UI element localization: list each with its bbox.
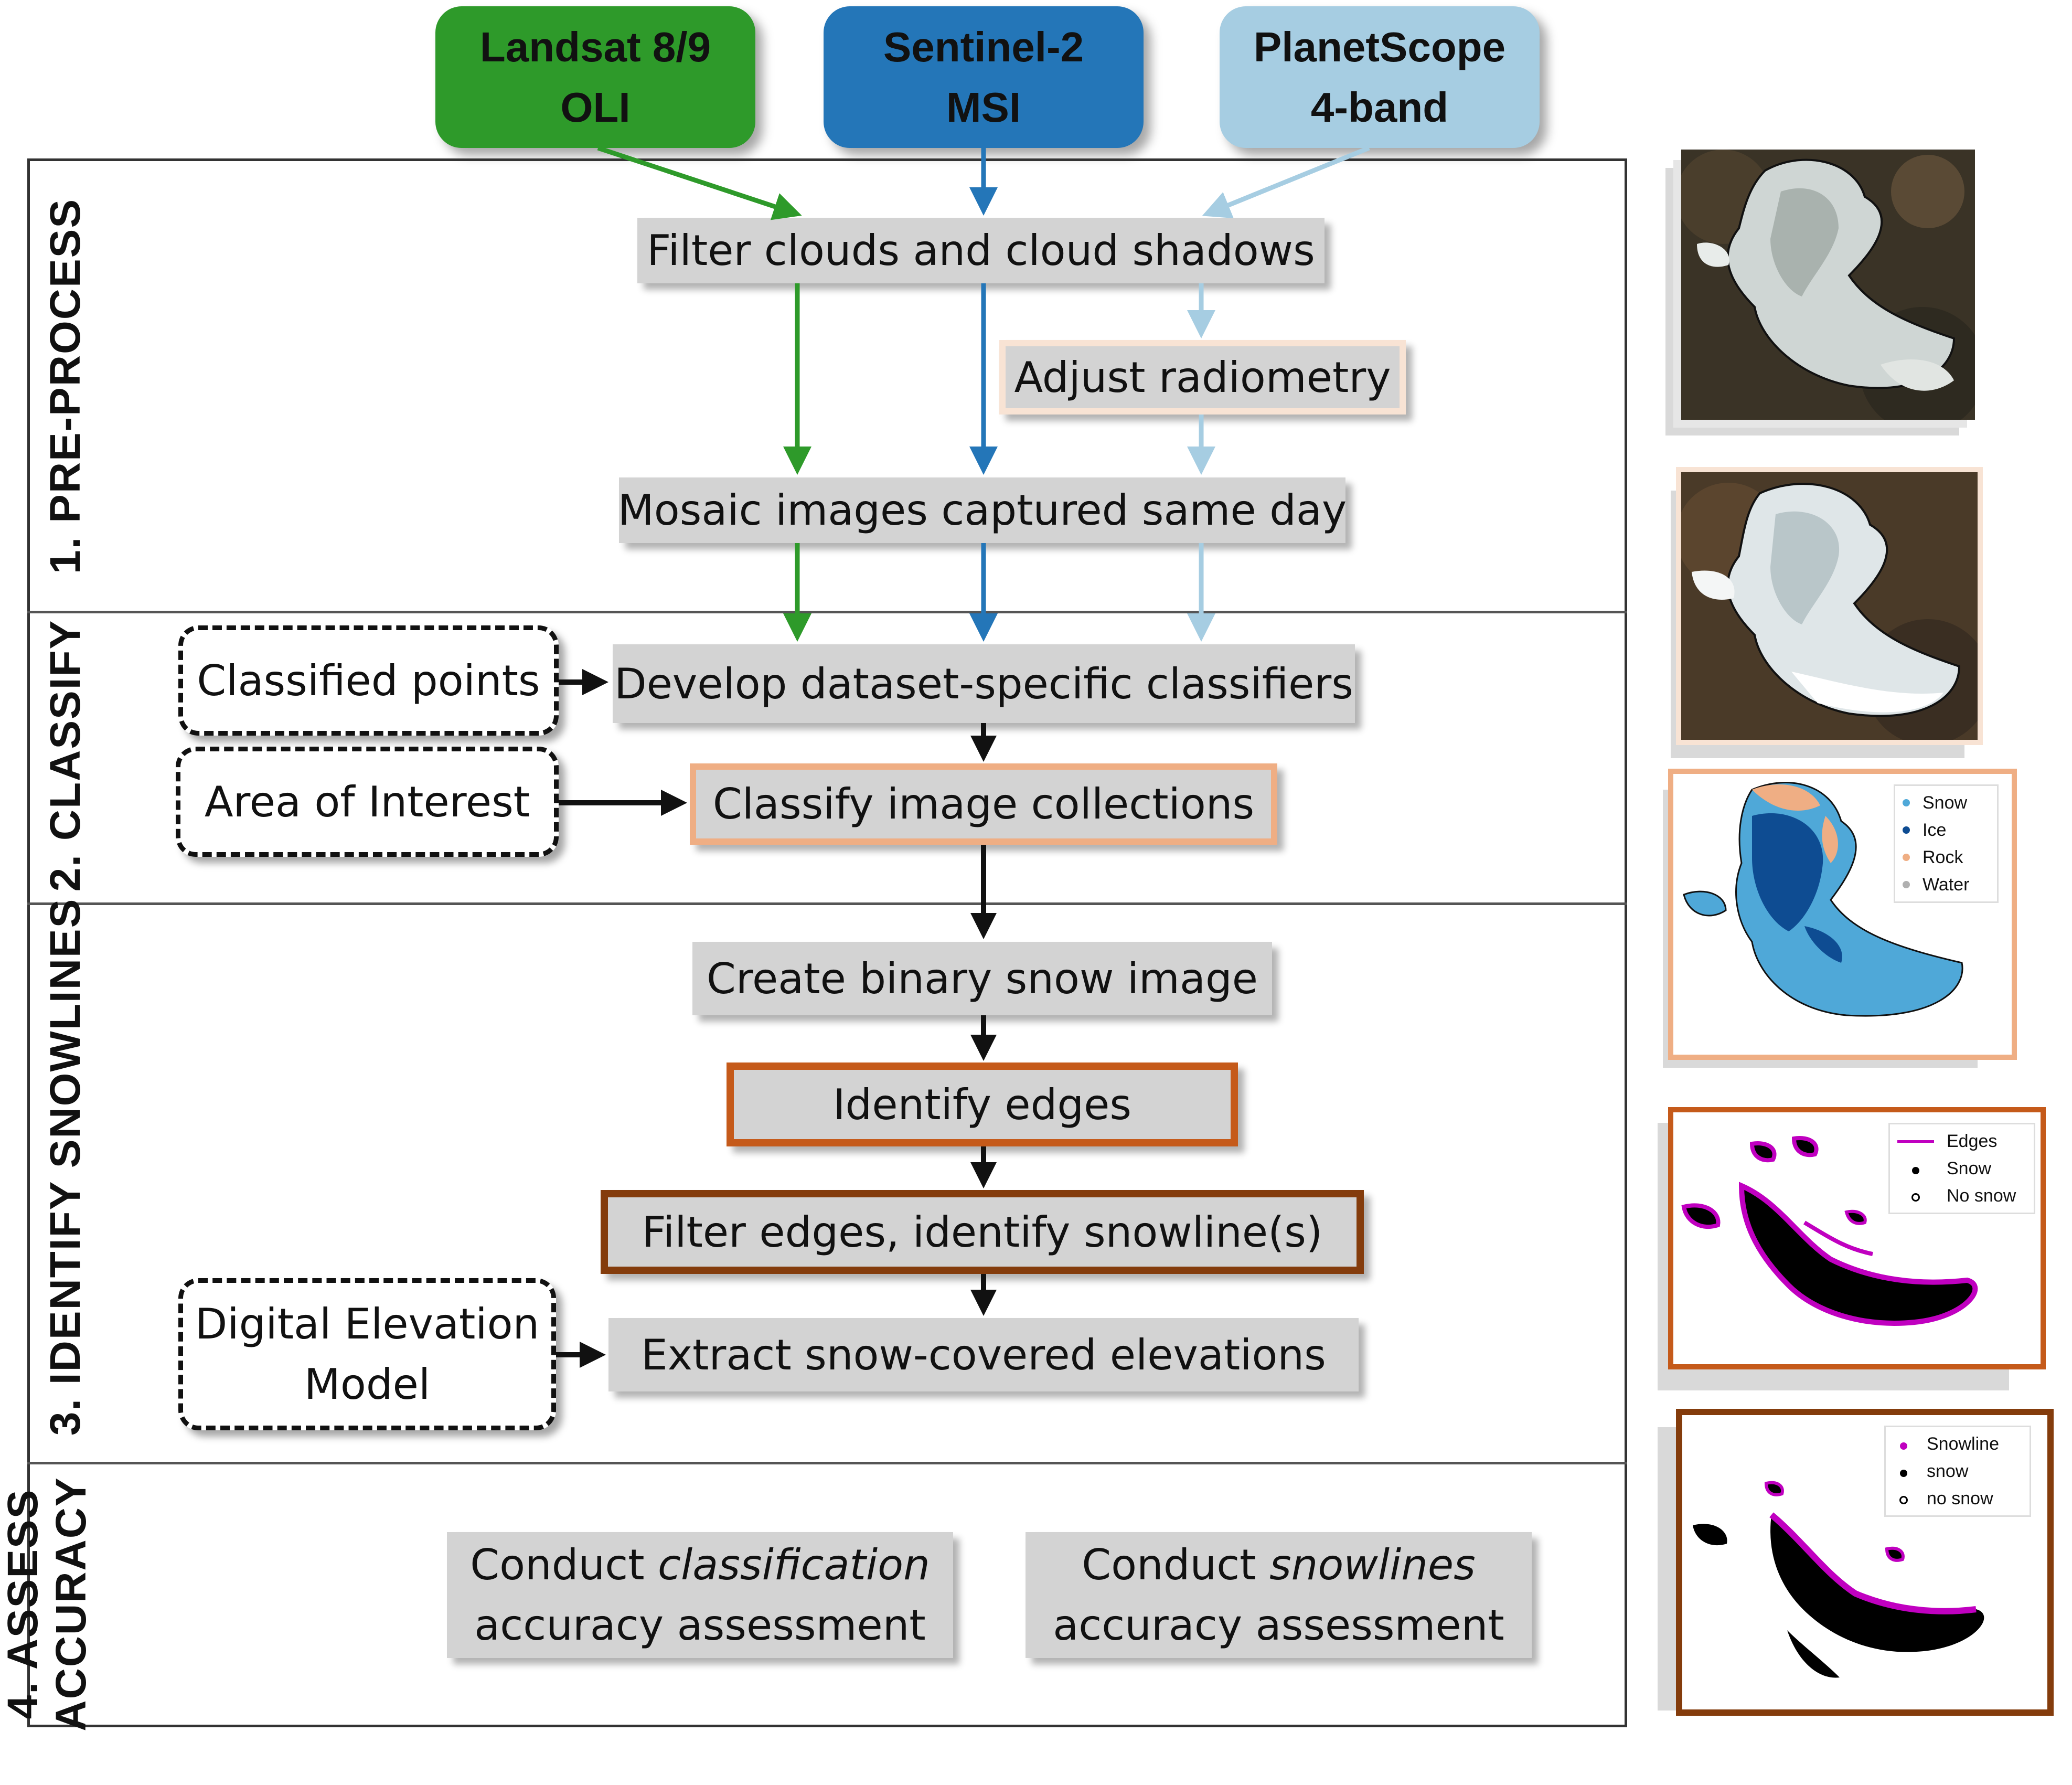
legend-snow-label: Snow [1923, 793, 1968, 813]
classification-accuracy-line2: accuracy assessment [474, 1601, 926, 1650]
legend-row-water: Water [1903, 871, 1990, 898]
thumbnail-classified-map: Snow Ice Rock Water [1668, 769, 2017, 1060]
snowline-dot-icon [1893, 1430, 1914, 1458]
dem-line1: Digital Elevation [195, 1300, 540, 1348]
section-divider-3 [27, 1462, 1627, 1464]
mosaic-text: Mosaic images captured same day [617, 486, 1347, 535]
filter-clouds-text: Filter clouds and cloud shadows [647, 226, 1315, 275]
legend-edges-label: Edges [1947, 1131, 1998, 1151]
snowlines-accuracy-emphasis: snowlines [1269, 1540, 1476, 1589]
ice-swatch-icon [1903, 826, 1910, 834]
planetscope-source-box: PlanetScope 4-band [1220, 6, 1540, 148]
classification-accuracy-prefix: Conduct [470, 1540, 658, 1589]
workflow-frame [27, 158, 1627, 1727]
snowlines-accuracy-step: Conduct snowlines accuracy assessment [1026, 1532, 1532, 1658]
extract-elevations-text: Extract snow-covered elevations [641, 1330, 1326, 1379]
legend-snowline-label: Snowline [1927, 1434, 1999, 1454]
legend-sl-snow-label: snow [1927, 1461, 1969, 1481]
legend-row-edges: Edges [1897, 1128, 2026, 1155]
thumbnail-edges-map: Edges Snow No snow [1668, 1107, 2046, 1369]
rock-swatch-icon [1903, 854, 1910, 861]
thumbnail-snowline-map: Snowline snow no snow [1676, 1409, 2054, 1716]
dem-input: Digital Elevation Model [178, 1278, 556, 1430]
filter-clouds-step: Filter clouds and cloud shadows [637, 218, 1325, 283]
dem-line2: Model [304, 1360, 431, 1409]
planetscope-source-line2: 4-band [1310, 84, 1449, 131]
edges-map-image [1673, 1112, 2041, 1364]
classify-collections-step: Classify image collections [690, 763, 1277, 845]
water-swatch-icon [1903, 881, 1910, 888]
thumbnail-adjusted-radiometry [1676, 467, 1983, 745]
legend-rock-label: Rock [1923, 847, 1963, 867]
arrow-landsat-to-filter [597, 145, 802, 220]
legend-sl-nosnow-label: no snow [1927, 1489, 1993, 1508]
legend-row-ice: Ice [1903, 816, 1990, 844]
legend-edge-snow-label: Snow [1947, 1159, 1992, 1178]
classification-accuracy-step: Conduct classification accuracy assessme… [447, 1532, 953, 1658]
legend-row-snow: Snow [1903, 789, 1990, 816]
landsat-source-line1: Landsat 8/9 [479, 24, 711, 70]
sl-no-snow-dot-icon [1893, 1485, 1914, 1512]
adjust-radiometry-step: Adjust radiometry [999, 340, 1406, 415]
legend-water-label: Water [1923, 875, 1970, 895]
thumbnail-raw-satellite [1681, 150, 1975, 420]
classified-map-image [1673, 774, 2012, 1055]
snowlines-accuracy-line1: Conduct snowlines [1082, 1535, 1476, 1595]
legend-row-edge-snow: Snow [1897, 1155, 2026, 1182]
snowlines-accuracy-line2: accuracy assessment [1053, 1601, 1504, 1650]
no-snow-dot-icon [1897, 1182, 1934, 1209]
snow-dot-icon [1897, 1155, 1934, 1182]
classification-accuracy-line1: Conduct classification [470, 1535, 930, 1595]
classified-points-input: Classified points [178, 625, 559, 736]
legend-row-sl-snow: snow [1893, 1458, 2022, 1485]
legend-ice-label: Ice [1923, 820, 1947, 840]
adjust-radiometry-text: Adjust radiometry [1014, 353, 1391, 402]
sentinel-source-line2: MSI [946, 84, 1021, 131]
legend-edge-nosnow-label: No snow [1947, 1186, 2016, 1206]
binary-snow-step: Create binary snow image [692, 942, 1272, 1015]
planetscope-source-line1: PlanetScope [1253, 24, 1506, 70]
arrow-planet-to-filter [1202, 145, 1370, 219]
sentinel-source-line1: Sentinel-2 [883, 24, 1084, 70]
adjusted-satellite-image [1681, 472, 1978, 740]
edges-legend: Edges Snow No snow [1888, 1123, 2035, 1214]
identify-edges-step: Identify edges [727, 1062, 1238, 1146]
develop-classifiers-step: Develop dataset-specific classifiers [613, 644, 1355, 723]
sentinel-source-box: Sentinel-2 MSI [824, 6, 1144, 148]
legend-row-edge-nosnow: No snow [1897, 1182, 2026, 1209]
binary-snow-text: Create binary snow image [706, 954, 1258, 1003]
sl-snow-dot-icon [1893, 1458, 1914, 1485]
landsat-source-line2: OLI [560, 84, 631, 131]
snow-swatch-icon [1903, 799, 1910, 806]
snowlines-accuracy-prefix: Conduct [1082, 1540, 1269, 1589]
legend-row-snowline: Snowline [1893, 1430, 2022, 1458]
snowline-legend: Snowline snow no snow [1884, 1426, 2031, 1517]
legend-row-rock: Rock [1903, 844, 1990, 871]
raw-satellite-image [1681, 150, 1975, 420]
extract-elevations-step: Extract snow-covered elevations [608, 1318, 1359, 1391]
area-of-interest-input: Area of Interest [176, 747, 559, 857]
edges-line-icon [1897, 1140, 1934, 1143]
classified-points-text: Classified points [197, 656, 540, 705]
class-legend: Snow Ice Rock Water [1894, 784, 1999, 903]
section-divider-1 [27, 611, 1627, 613]
filter-edges-step: Filter edges, identify snowline(s) [601, 1190, 1364, 1274]
filter-edges-text: Filter edges, identify snowline(s) [642, 1207, 1323, 1257]
legend-row-sl-nosnow: no snow [1893, 1485, 2022, 1512]
mosaic-step: Mosaic images captured same day [617, 477, 1347, 543]
classify-collections-text: Classify image collections [712, 780, 1255, 828]
classification-accuracy-emphasis: classification [658, 1540, 930, 1589]
section-divider-2 [27, 902, 1627, 905]
landsat-source-box: Landsat 8/9 OLI [435, 6, 755, 148]
area-of-interest-text: Area of Interest [204, 777, 530, 826]
develop-classifiers-text: Develop dataset-specific classifiers [614, 659, 1353, 708]
identify-edges-text: Identify edges [832, 1080, 1132, 1129]
